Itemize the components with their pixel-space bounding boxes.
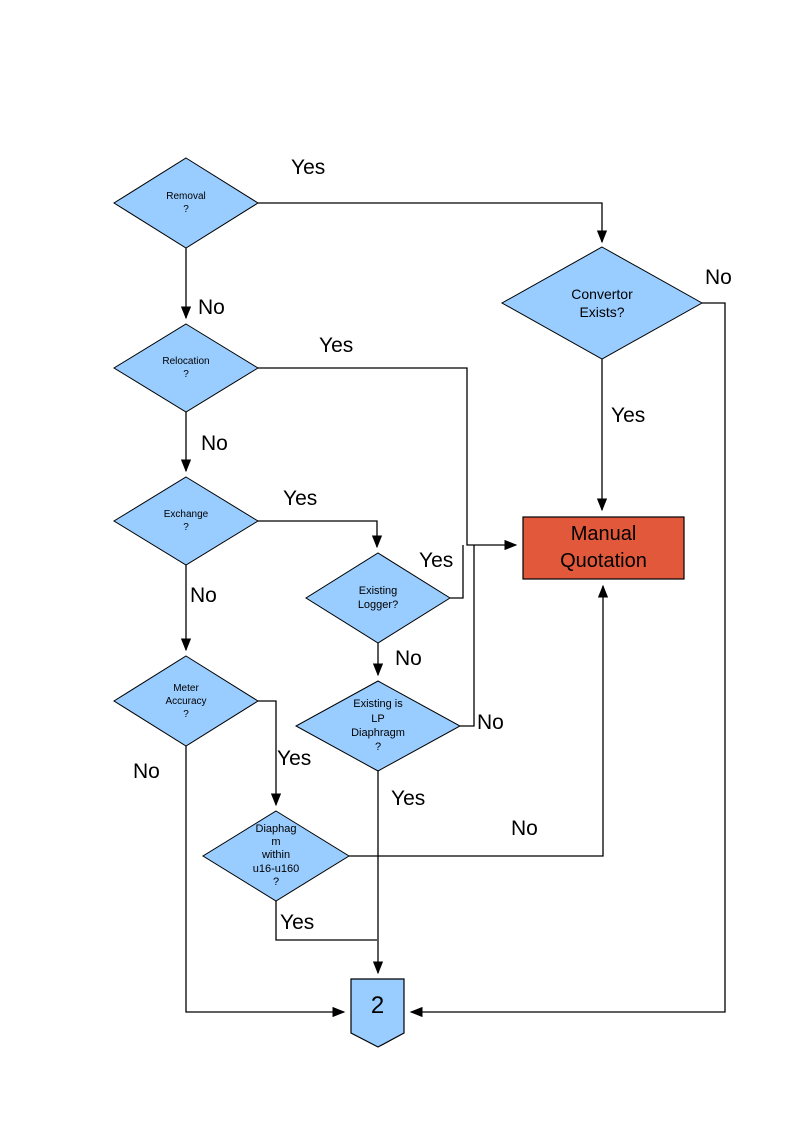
edge-meter-accuracy-no xyxy=(185,746,346,1018)
edge-lp-diaphragm-no xyxy=(460,545,475,727)
edge-exchange-yes xyxy=(258,520,383,549)
decision-meter-accuracy xyxy=(113,655,259,747)
decision-lp-diaphragm xyxy=(294,680,462,772)
edge-existing-logger-yes xyxy=(450,545,464,599)
edge-meter-accuracy-yes xyxy=(258,700,282,807)
decision-convertor-exists xyxy=(500,246,704,360)
shapes xyxy=(113,157,704,1048)
edge-convertor-no xyxy=(409,302,726,1018)
decision-existing-logger xyxy=(305,552,451,644)
edge-diaphragm-range-no xyxy=(349,584,609,857)
edge-relocation-yes xyxy=(258,367,518,551)
decision-diaphragm-range xyxy=(202,810,350,902)
edge-diaphragm-range-yes xyxy=(275,901,377,941)
decision-removal xyxy=(113,157,259,249)
edges xyxy=(180,202,726,1018)
decision-exchange xyxy=(113,476,259,566)
process-manual-quotation xyxy=(522,516,685,580)
offpage-connector-2 xyxy=(350,978,405,1048)
edge-removal-yes xyxy=(258,202,608,244)
decision-relocation xyxy=(113,323,259,413)
